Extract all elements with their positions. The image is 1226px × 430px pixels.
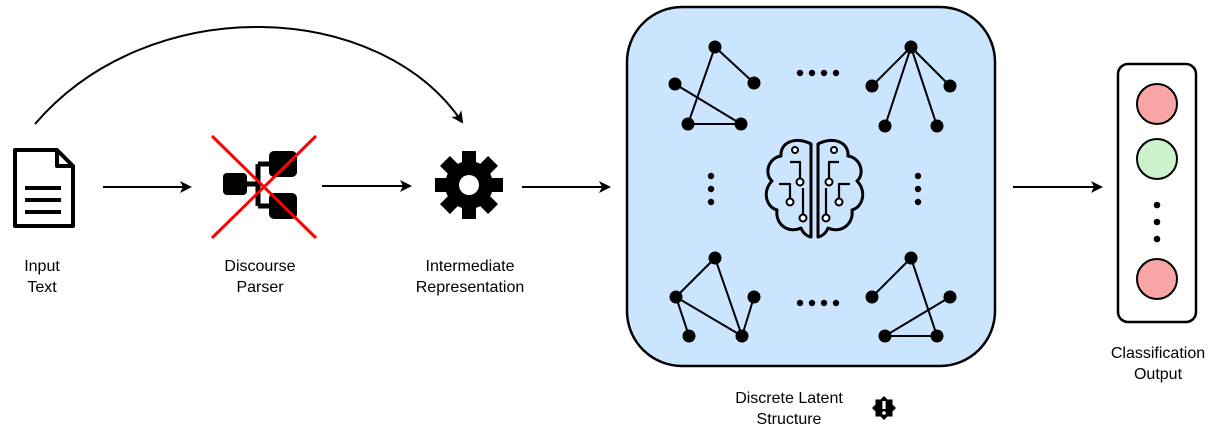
discourse-parser-label: Discourse Parser [224, 258, 296, 296]
graph-bottom-right [865, 251, 957, 343]
vertical-ellipsis-left [707, 172, 715, 206]
document-icon [13, 148, 75, 228]
input-text-label: Input Text [24, 258, 60, 296]
output-node-green [1136, 138, 1178, 180]
alert-badge-icon [872, 396, 896, 420]
graph-top-left [668, 40, 761, 131]
horizontal-ellipsis-top [796, 69, 840, 77]
gear-icon [435, 151, 503, 219]
horizontal-ellipsis-bottom [796, 299, 840, 307]
intermediate-representation-label: Intermediate Representation [415, 258, 525, 296]
graph-top-right [865, 40, 957, 133]
vertical-ellipsis-right [914, 172, 922, 206]
classification-output-label: Classification Output [1110, 345, 1206, 383]
brain-circuit-icon [764, 139, 865, 239]
discrete-latent-structure-label: Discrete Latent Structure [735, 390, 843, 428]
classification-nodes-icon [1116, 62, 1198, 324]
output-node-red-bottom [1136, 258, 1178, 300]
graph-bottom-left [669, 251, 761, 343]
skip-arrow [34, 26, 464, 125]
cross-icon [210, 134, 318, 240]
output-node-red-top [1136, 83, 1178, 125]
